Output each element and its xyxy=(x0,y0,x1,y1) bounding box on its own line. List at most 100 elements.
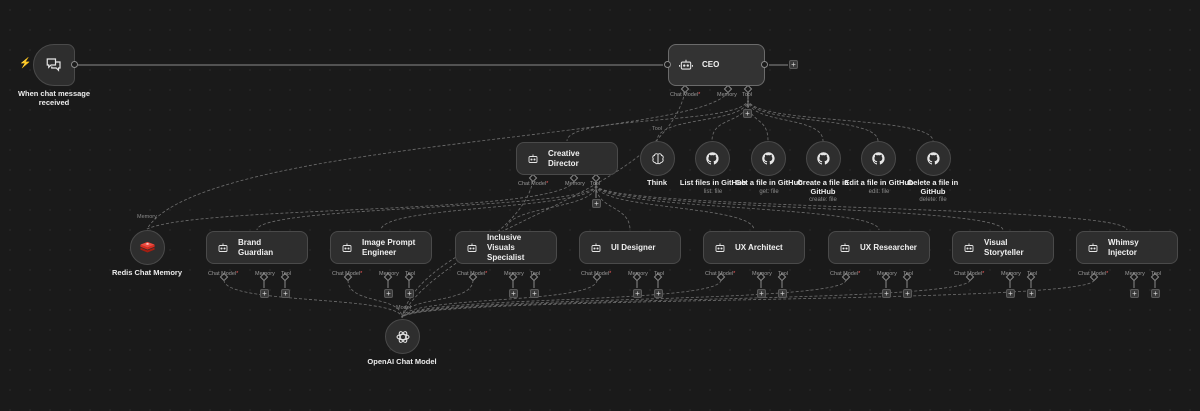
agent-inclusive-visuals-specialist[interactable]: Inclusive Visuals Specialist xyxy=(455,231,557,264)
agent-port-memory: Memory xyxy=(255,271,275,277)
agent-ux-researcher[interactable]: UX Researcher xyxy=(828,231,930,264)
get-file-github-node[interactable] xyxy=(751,141,786,176)
agent-whimsy-injector[interactable]: Whimsy Injector xyxy=(1076,231,1178,264)
agent-ux-architect[interactable]: UX Architect xyxy=(703,231,805,264)
ceo-output-handle[interactable] xyxy=(761,61,768,68)
add-memory-button[interactable]: + xyxy=(633,289,642,298)
wire-label-memory: Memory xyxy=(137,214,157,220)
creative-director-agent-node[interactable]: Creative Director xyxy=(516,142,618,175)
ceo-tool-wire xyxy=(747,98,879,142)
add-tool-button[interactable]: + xyxy=(530,289,539,298)
ceo-agent-node[interactable]: CEO xyxy=(668,44,765,86)
add-tool-button[interactable]: + xyxy=(778,289,787,298)
trigger-node[interactable] xyxy=(33,44,75,86)
get-file-github-label: Get a file in GitHub xyxy=(735,178,803,187)
create-file-github-sub: create: file xyxy=(809,197,837,203)
agent-title: UX Researcher xyxy=(860,242,917,252)
agent-chat-model-handle[interactable] xyxy=(592,272,602,282)
robot-icon xyxy=(1087,242,1099,254)
ceo-input-handle[interactable] xyxy=(664,61,671,68)
add-memory-button[interactable]: + xyxy=(882,289,891,298)
add-memory-button[interactable]: + xyxy=(260,289,269,298)
agent-chat-model-handle[interactable] xyxy=(468,272,478,282)
cd-chat-model-handle[interactable] xyxy=(528,173,538,183)
add-tool-button[interactable]: + xyxy=(654,289,663,298)
create-file-github-label: Create a file in GitHub xyxy=(797,178,849,197)
openai-model-node[interactable] xyxy=(385,319,420,354)
agent-tool-handle[interactable] xyxy=(902,272,912,282)
think-tool-node[interactable] xyxy=(640,141,675,176)
redis-icon xyxy=(139,240,156,255)
delete-file-github-sub: delete: file xyxy=(919,197,947,203)
agent-chat-model-handle[interactable] xyxy=(1089,272,1099,282)
cd-tool-handle[interactable] xyxy=(591,173,601,183)
agent-port-chat-model: Chat Model* xyxy=(208,271,239,277)
agent-image-prompt-engineer[interactable]: Image Prompt Engineer xyxy=(330,231,432,264)
agent-memory-handle[interactable] xyxy=(1005,272,1015,282)
ceo-chat-model-handle[interactable] xyxy=(680,84,690,94)
creative-director-add-tool-button[interactable]: + xyxy=(592,199,601,208)
cd-tool-wire xyxy=(595,184,631,231)
agent-chat-model-handle[interactable] xyxy=(219,272,229,282)
agent-memory-handle[interactable] xyxy=(508,272,518,282)
agent-chat-model-handle[interactable] xyxy=(716,272,726,282)
edit-file-github-node[interactable] xyxy=(861,141,896,176)
agent-tool-handle[interactable] xyxy=(1150,272,1160,282)
redis-memory-label: Redis Chat Memory xyxy=(111,268,183,277)
agent-chat-model-handle[interactable] xyxy=(841,272,851,282)
agent-tool-handle[interactable] xyxy=(1026,272,1036,282)
agent-memory-handle[interactable] xyxy=(756,272,766,282)
agent-memory-handle[interactable] xyxy=(881,272,891,282)
add-tool-button[interactable]: + xyxy=(405,289,414,298)
ceo-memory-handle[interactable] xyxy=(723,84,733,94)
agent-tool-handle[interactable] xyxy=(653,272,663,282)
create-file-github-node[interactable] xyxy=(806,141,841,176)
agent-memory-handle[interactable] xyxy=(259,272,269,282)
add-memory-button[interactable]: + xyxy=(757,289,766,298)
agent-memory-handle[interactable] xyxy=(383,272,393,282)
agent-port-tool: Tool xyxy=(1151,271,1162,277)
agent-port-memory: Memory xyxy=(1125,271,1145,277)
think-tool-label: Think xyxy=(647,178,667,187)
agent-tool-handle[interactable] xyxy=(529,272,539,282)
agent-visual-storyteller[interactable]: Visual Storyteller xyxy=(952,231,1054,264)
agent-tool-handle[interactable] xyxy=(280,272,290,282)
ceo-add-next-button[interactable]: + xyxy=(789,60,798,69)
creative-director-port-chat-model: Chat Model* xyxy=(518,181,549,187)
agent-port-memory: Memory xyxy=(1001,271,1021,277)
agent-model-wire xyxy=(401,279,474,319)
list-files-github-node[interactable] xyxy=(695,141,730,176)
agent-port-chat-model: Chat Model* xyxy=(581,271,612,277)
agent-memory-handle[interactable] xyxy=(1129,272,1139,282)
add-tool-button[interactable]: + xyxy=(1027,289,1036,298)
agent-port-tool: Tool xyxy=(281,271,292,277)
agent-chat-model-handle[interactable] xyxy=(343,272,353,282)
agent-tool-handle[interactable] xyxy=(777,272,787,282)
agent-memory-handle[interactable] xyxy=(632,272,642,282)
add-tool-button[interactable]: + xyxy=(903,289,912,298)
agent-chat-model-handle[interactable] xyxy=(965,272,975,282)
add-memory-button[interactable]: + xyxy=(1130,289,1139,298)
creative-director-title: Creative Director xyxy=(548,148,580,168)
add-tool-button[interactable]: + xyxy=(1151,289,1160,298)
ceo-port-memory: Memory xyxy=(717,92,737,98)
trigger-output-handle[interactable] xyxy=(71,61,78,68)
ceo-tool-wire xyxy=(747,98,769,142)
ceo-add-tool-button[interactable]: + xyxy=(743,109,752,118)
ceo-model-wire xyxy=(401,91,686,319)
add-memory-button[interactable]: + xyxy=(1006,289,1015,298)
agent-brand-guardian[interactable]: Brand Guardian xyxy=(206,231,308,264)
cd-memory-handle[interactable] xyxy=(569,173,579,183)
add-memory-button[interactable]: + xyxy=(384,289,393,298)
robot-icon xyxy=(527,153,539,165)
chat-bubbles-icon xyxy=(45,56,63,74)
ceo-tool-handle[interactable] xyxy=(743,84,753,94)
ceo-port-chat-model: Chat Model* xyxy=(670,92,701,98)
agent-title: Image Prompt Engineer xyxy=(362,237,416,257)
agent-tool-handle[interactable] xyxy=(404,272,414,282)
add-tool-button[interactable]: + xyxy=(281,289,290,298)
redis-memory-node[interactable] xyxy=(130,230,165,265)
agent-ui-designer[interactable]: UI Designer xyxy=(579,231,681,264)
delete-file-github-node[interactable] xyxy=(916,141,951,176)
add-memory-button[interactable]: + xyxy=(509,289,518,298)
